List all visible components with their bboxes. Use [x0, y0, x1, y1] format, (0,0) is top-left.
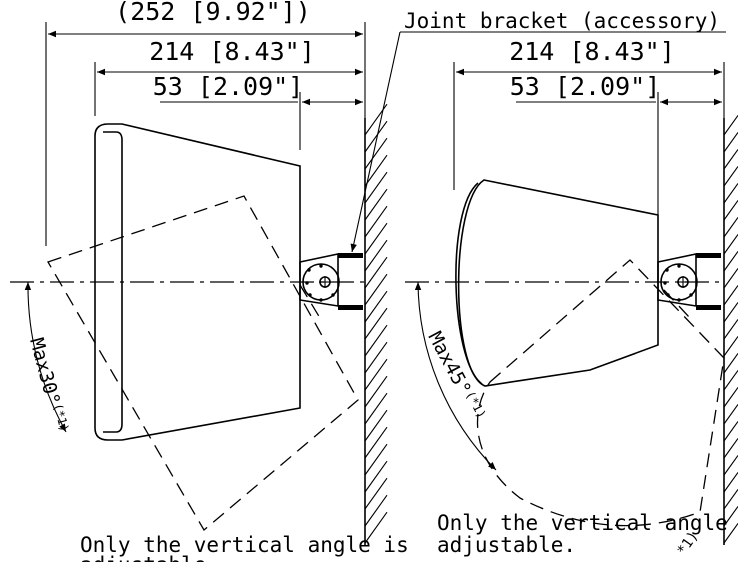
wall-hatch-line [723, 268, 738, 289]
right-joint-hole [677, 264, 681, 268]
wall-hatch-line [364, 426, 388, 459]
wall-hatch-line [723, 387, 738, 408]
dim-text-left-bracket: 53 [2.09"] [153, 72, 304, 101]
joint-bracket-callout: Joint bracket (accessory) [350, 9, 726, 253]
wall-hatch-line [723, 404, 738, 425]
wall-hatch-line [364, 205, 388, 238]
wall-hatch-line [364, 290, 388, 323]
right-joint-hole [666, 293, 670, 297]
left-joint-hole [307, 268, 311, 272]
wall-hatch-line [723, 149, 738, 170]
left-joint-hole [331, 293, 335, 297]
wall-hatch-line [723, 132, 738, 153]
wall-hatch-line [723, 285, 738, 306]
callout-joint-bracket-label: Joint bracket (accessory) [404, 9, 720, 33]
dim-text-overall: (252 [9.92"]) [115, 0, 311, 26]
left-bracket-arm [299, 253, 339, 307]
wall-hatch-line [364, 392, 388, 425]
wall-hatch-line [364, 460, 388, 493]
right-joint-hole [689, 293, 693, 297]
wall-hatch-line [723, 421, 738, 442]
callout-leader [350, 31, 401, 253]
right-note-line2: adjustable. [437, 533, 576, 557]
wall-hatch-line [723, 336, 738, 357]
wall-hatch-line [364, 273, 388, 306]
wall-hatch-line [723, 438, 738, 459]
wall-hatch-line [364, 443, 388, 476]
wall-hatch-line [723, 523, 738, 544]
left-angle-arc [24, 281, 67, 433]
dim-text-right-body: 214 [8.43"] [509, 37, 675, 66]
left-joint-hole [308, 293, 312, 297]
wall-hatch-line [364, 511, 388, 544]
wall-hatch-line [364, 256, 388, 289]
wall-hatch-line [723, 370, 738, 391]
left-view: (252 [9.92"]) 214 [8.43"] 53 [2.09"] Max… [10, 0, 409, 562]
right-angle-label: Max45°(*1) [424, 328, 489, 424]
wall-hatch-line [364, 154, 388, 187]
right-bracket-arm [657, 253, 697, 307]
wall-hatch-line [723, 166, 738, 187]
dim-text-right-bracket: 53 [2.09"] [510, 72, 661, 101]
right-wall-hatch [723, 115, 738, 544]
left-bracket-plate-bottom [338, 305, 363, 310]
right-speaker-body [457, 179, 659, 387]
wall-hatch-line [364, 307, 388, 340]
wall-hatch-line [723, 115, 738, 136]
wall-hatch-line [364, 409, 388, 442]
dim-text-left-body: 214 [8.43"] [149, 37, 315, 66]
wall-hatch-line [723, 455, 738, 476]
left-joint-hole [319, 264, 323, 268]
wall-hatch-line [723, 251, 738, 272]
right-joint-hole [665, 268, 669, 272]
left-tilted-link [299, 284, 321, 319]
left-speaker-body [94, 123, 301, 441]
wall-hatch-line [723, 302, 738, 323]
wall-hatch-line [364, 375, 388, 408]
wall-hatch-line [723, 472, 738, 493]
wall-hatch-line [364, 137, 388, 170]
wall-hatch-line [364, 358, 388, 391]
left-wall-hatch [364, 103, 388, 544]
wall-hatch-line [723, 506, 738, 527]
wall-hatch-line [364, 239, 388, 272]
left-tilted-outline [47, 195, 359, 531]
wall-hatch-line [723, 200, 738, 221]
right-bracket-plate-top [696, 253, 721, 258]
wall-hatch-line [364, 494, 388, 527]
wall-hatch-line [723, 353, 738, 374]
left-joint-hole [319, 298, 323, 302]
wall-hatch-line [364, 477, 388, 510]
wall-hatch-line [364, 188, 388, 221]
right-view: 214 [8.43"] 53 [2.09"] Max45°(*1) Only t… [405, 37, 738, 558]
wall-hatch-line [364, 222, 388, 255]
right-bracket-plate-bottom [696, 305, 721, 310]
left-angle-label: Max30°(*1) [25, 336, 71, 436]
left-bracket-plate-top [338, 253, 363, 258]
wall-hatch-line [723, 217, 738, 238]
wall-hatch-line [364, 171, 388, 204]
wall-hatch-line [364, 324, 388, 357]
right-note-line1: Only the vertical angle is [437, 511, 738, 535]
right-angle-arc [414, 281, 497, 471]
left-note-line1: Only the vertical angle is [80, 533, 409, 557]
left-note-line2: adjustable. [80, 553, 219, 562]
wall-hatch-line [364, 120, 388, 153]
right-tilted-outline [476, 259, 725, 527]
wall-hatch-line [723, 183, 738, 204]
wall-hatch-line [723, 319, 738, 340]
wall-hatch-line [723, 234, 738, 255]
wall-hatch-line [723, 489, 738, 510]
wall-hatch-line [364, 341, 388, 374]
right-joint-hole [677, 298, 681, 302]
right-speaker-front-curve [455, 182, 483, 385]
